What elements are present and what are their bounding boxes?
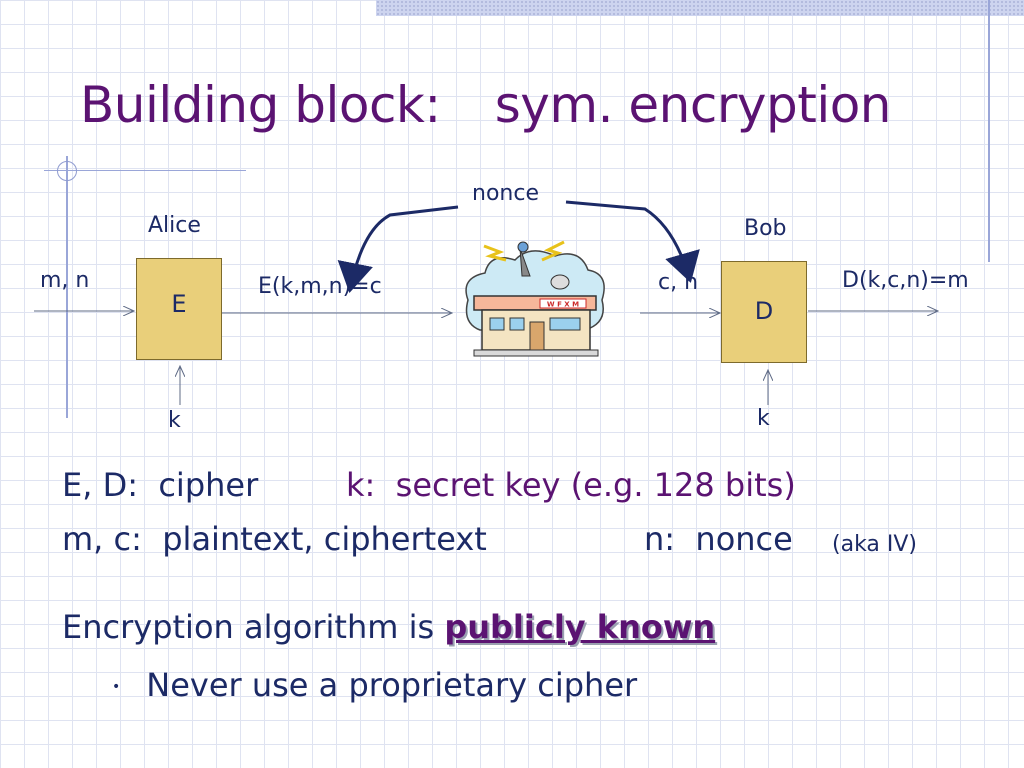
- slide-title: Building block:sym. encryption: [80, 76, 892, 134]
- encryption-box-label: E: [171, 290, 187, 318]
- bullet-marker: •: [112, 679, 121, 695]
- encryption-output-label: E(k,m,n)=c: [258, 274, 382, 299]
- definition-n-note: (aka IV): [832, 532, 918, 557]
- bob-label: Bob: [744, 216, 787, 241]
- radio-station-building-icon: W F X M: [465, 240, 605, 357]
- title-underline: [44, 170, 246, 171]
- input-label: m, n: [40, 268, 90, 293]
- public-algorithm-note: Encryption algorithm is publicly known: [62, 608, 716, 646]
- nonce-curve-left: [337, 205, 459, 293]
- decryption-output-label: D(k,c,n)=m: [842, 268, 969, 293]
- encryption-box: E: [136, 258, 222, 360]
- left-decorative-line: [66, 156, 68, 418]
- alice-label: Alice: [148, 213, 201, 238]
- nonce-label: nonce: [472, 181, 539, 206]
- decryption-box-label: D: [754, 297, 774, 325]
- nonce-curve-right: [565, 200, 700, 283]
- definition-n: n: nonce: [644, 520, 793, 558]
- definition-mc: m, c: plaintext, ciphertext: [62, 520, 487, 558]
- key-label-right: k: [757, 406, 770, 431]
- definition-ed: E, D: cipher: [62, 466, 259, 504]
- bullet-item: •Never use a proprietary cipher: [112, 666, 638, 704]
- decryption-box: D: [721, 261, 807, 363]
- publicly-known-emphasis: publicly known: [444, 608, 716, 646]
- key-label-left: k: [168, 408, 181, 433]
- decryption-input-label: c, n: [658, 270, 699, 295]
- decorative-circle: [57, 161, 77, 181]
- right-decorative-line: [988, 0, 990, 262]
- station-sign-text: W F X M: [547, 301, 579, 309]
- top-decorative-bar: [376, 0, 1024, 16]
- definition-k: k: secret key (e.g. 128 bits): [346, 466, 796, 504]
